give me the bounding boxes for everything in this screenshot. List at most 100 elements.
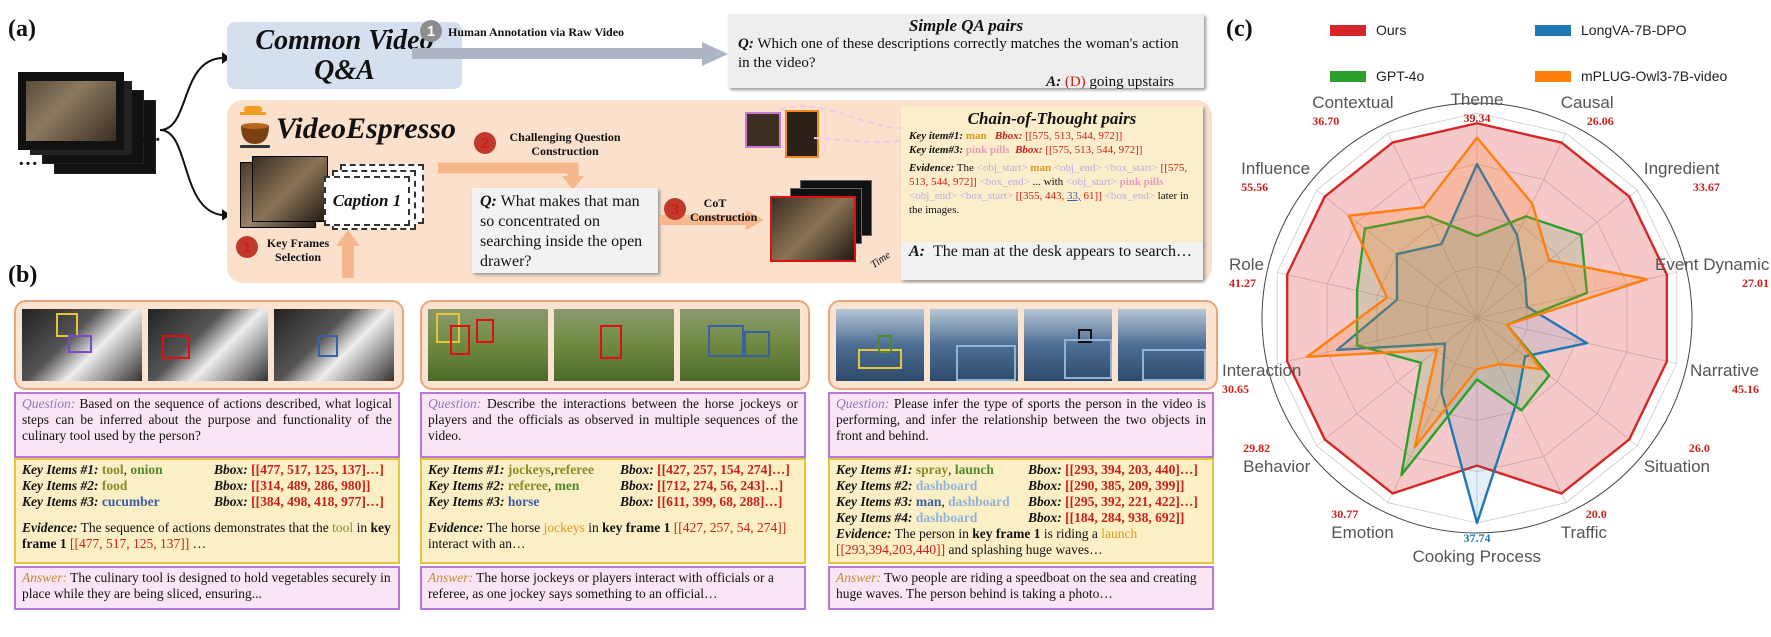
ex3-frame-1 [836,309,924,381]
cot-key-item-3: Key item#3: pink pills Bbox: [[575, 513,… [909,144,1143,156]
radar-axis-label: Traffic [1560,523,1607,543]
radar-value-label: 30.65 [1222,382,1249,397]
example-3-question: Question: Please infer the type of sport… [828,392,1214,458]
example-2-question: Question: Describe the interactions betw… [420,392,806,458]
radar-series-ours [1285,122,1669,495]
simple-qa-question: Q: Which one of these descriptions corre… [738,36,1179,71]
step-badge-challenge: 2 [474,132,496,154]
radar-spoke-11 [1277,271,1478,319]
ellipsis-left: … [18,148,38,170]
radar-value-label: 45.16 [1732,382,1759,397]
radar-spoke-4 [1476,317,1677,365]
radar-spoke-1 [1476,133,1567,319]
radar-outer-ring [1261,102,1693,534]
dashed-links [780,105,903,144]
film-strip-stack [18,72,158,174]
radar-axis-label: Ingredient [1643,158,1720,178]
radar-value-label: 26.06 [1586,113,1614,128]
crop-thumb-orange [785,110,819,158]
radar-value-label: 26.0 [1688,441,1710,455]
crop-thumb-pink [745,112,781,148]
simple-qa-answer: A: (D) going upstairs [1046,74,1174,90]
radar-axis-label: Cooking Process [1412,547,1542,566]
caption-label: Caption 1 [324,176,410,226]
radar-series-longva-7b-dpo [1335,163,1589,525]
orange-arrow-2 [438,162,584,190]
ex2-frame-3 [680,309,800,381]
radar-axis-label: Behavior [1243,457,1311,476]
radar-spoke-9 [1316,317,1478,447]
radar-value-label: 29.82 [1243,441,1271,455]
step-badge-keyframes: 1 [236,236,258,258]
coffee-cup-icon [236,104,276,148]
ex1-frame-1 [22,309,142,381]
example-3-answer: Answer: Two people are riding a speedboa… [828,566,1214,610]
cot-evidence: Evidence: The <obj_start> man <obj_end> … [909,162,1189,216]
ex2-frame-2 [554,309,674,381]
example-2-answer: Answer: The horse jockeys or players int… [420,566,806,610]
cot-pairs-box: Chain-of-Thought pairs Key item#1: man B… [901,106,1203,245]
radar-value-label: 39.34 [1463,111,1491,125]
radar-axis-label: Emotion [1331,523,1394,543]
radar-value-label: 30.77 [1331,507,1359,522]
step-1-label: Human Annotation via Raw Video [448,25,625,39]
challenging-question-box: Q: What makes that man so concentrated o… [472,188,658,273]
panel-label-a: (a) [8,16,36,42]
cot-answer-box: A: The man at the desk appears to search… [901,242,1203,280]
panel-label-c: (c) [1226,16,1253,42]
ex3-frame-2 [930,309,1018,381]
step-badge-1: 1 [420,20,442,42]
legend-ours: Ours [1330,22,1406,38]
radar-chart [1261,102,1693,534]
legend-mplug: mPLUG-Owl3-7B-video [1535,68,1727,84]
branch-arrows [159,52,230,220]
radar-axis-label: Theme [1450,90,1504,109]
ex1-frame-3 [274,309,394,381]
example-1-question: Question: Based on the sequence of actio… [14,392,400,458]
radar-axis-label: Contextual [1312,92,1394,112]
ex1-frame-2 [148,309,268,381]
example-1-frames [14,300,404,390]
ex2-frame-1 [428,309,548,381]
simple-qa-box: Simple QA pairs Q: Which one of these de… [728,14,1204,90]
challenge-label: Challenging Question Construction [509,130,621,158]
radar-value-label: 20.0 [1585,507,1607,522]
radar-axis-label: Narrative [1690,361,1759,381]
ex3-frame-4 [1118,309,1206,381]
radar-value-label: 33.67 [1692,179,1720,194]
radar-axis-label: Event Dynamic [1655,254,1770,274]
radar-axis-label: Interaction [1222,361,1302,381]
ellipsis-right: … [141,124,161,146]
ex3-evidence: Evidence: The person in key frame 1 is r… [836,526,1138,557]
legend-longva: LongVA-7B-DPO [1535,22,1687,38]
radar-axis-label: Causal [1560,92,1614,112]
radar-spoke-2 [1476,189,1638,319]
keyframe-stack: Caption 1 [240,156,424,230]
radar-spoke-5 [1476,317,1638,447]
cot-label: CoT Construction [690,196,758,224]
panel-label-b: (b) [8,262,38,288]
radar-value-label: 41.27 [1228,275,1256,290]
legend-gpt4o: GPT-4o [1330,68,1424,84]
cot-title: Chain-of-Thought pairs [967,109,1137,128]
radar-axis-label: Role [1228,254,1264,274]
example-3-frames [828,300,1218,390]
cot-key-item-1: Key item#1: man Bbox: [[575, 513, 544, 9… [909,130,1123,142]
radar-value-label: 37.74 [1463,531,1491,545]
example-2-frames [420,300,810,390]
radar-value-label: 55.56 [1241,179,1269,194]
keyframes-label: Key Frames Selection [266,236,330,264]
ex2-evidence: Evidence: The horse jockeys in key frame… [428,520,787,551]
radar-spoke-13 [1387,133,1478,319]
